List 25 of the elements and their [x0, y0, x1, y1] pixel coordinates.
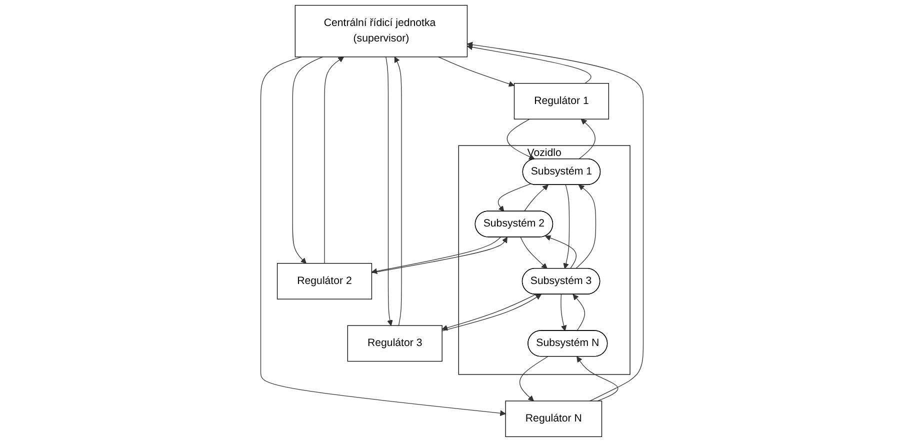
- arrow: [394, 56, 402, 326]
- node-box: Regulátor 3: [347, 325, 442, 362]
- arrow: [563, 184, 570, 269]
- arrow: [578, 118, 596, 160]
- node-box: Regulátor 2: [276, 263, 372, 300]
- arrow: [560, 294, 567, 332]
- arrow: [466, 42, 644, 402]
- node-box: Centrální řídicí jednotka (supervisor): [294, 4, 468, 58]
- arrow: [324, 56, 344, 264]
- arrow: [498, 184, 532, 212]
- arrow: [260, 56, 506, 416]
- arrow: [545, 235, 577, 269]
- node-box: Regulátor 1: [514, 83, 610, 120]
- arrow: [575, 184, 596, 269]
- arrow: [524, 184, 548, 212]
- arrow: [438, 56, 515, 87]
- arrow: [292, 56, 323, 264]
- arrow: [576, 356, 618, 402]
- arrow: [466, 44, 592, 84]
- arrow: [506, 118, 535, 160]
- node-box: Regulátor N: [505, 400, 602, 438]
- arrow: [519, 356, 548, 402]
- arrow: [520, 236, 548, 269]
- arrow: [386, 56, 393, 326]
- arrow: [572, 294, 586, 332]
